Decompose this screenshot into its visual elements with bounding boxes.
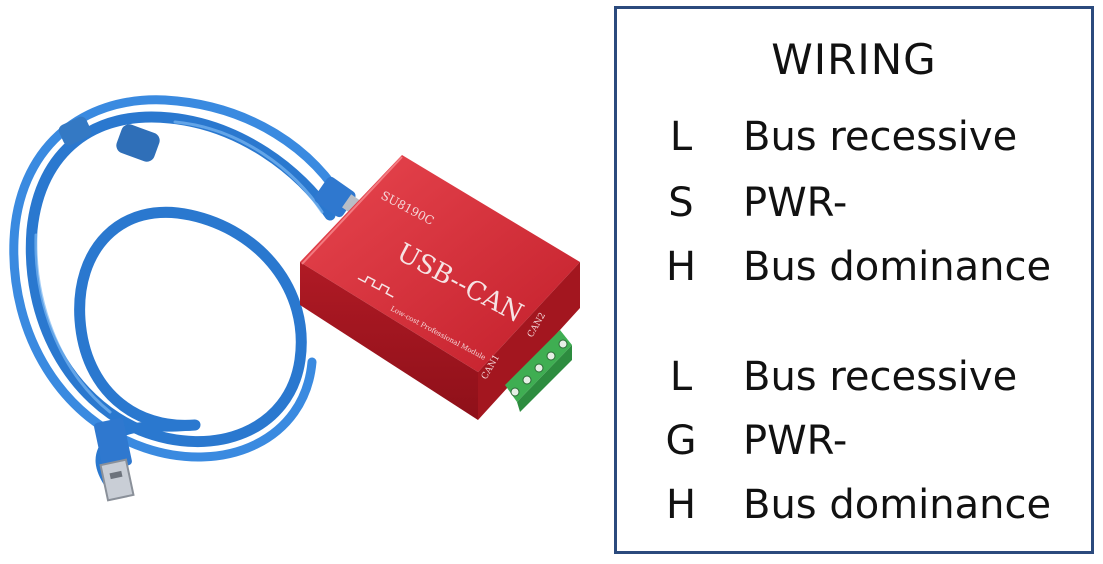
pin-row: S PWR- xyxy=(617,175,1091,231)
pin-row: L Bus recessive xyxy=(617,349,1091,405)
usb-a-plug xyxy=(94,418,135,502)
terminal-block xyxy=(505,330,572,412)
pin-row: H Bus dominance xyxy=(617,477,1091,533)
pin-letter: H xyxy=(665,482,697,528)
usb-can-adapter-illustration: SU8190C USB--CAN Low-cost Professional M… xyxy=(9,95,580,502)
pin-description: Bus dominance xyxy=(743,482,1052,528)
usb-cable xyxy=(9,95,350,490)
pin-letter: G xyxy=(665,418,697,464)
pin-letter: L xyxy=(669,114,693,160)
pin-description: PWR- xyxy=(743,180,848,226)
pin-row: L Bus recessive xyxy=(617,109,1091,165)
pin-row: G PWR- xyxy=(617,413,1091,469)
ferrite-bead xyxy=(116,124,160,162)
pin-description: Bus recessive xyxy=(743,354,1018,400)
wiring-title: WIRING xyxy=(771,35,937,84)
device-body: SU8190C USB--CAN Low-cost Professional M… xyxy=(300,155,580,420)
pin-description: Bus recessive xyxy=(743,114,1018,160)
pin-letter: L xyxy=(669,354,693,400)
product-photo: SU8190C USB--CAN Low-cost Professional M… xyxy=(9,95,580,502)
wiring-panel: WIRING L Bus recessive S PWR- H Bus domi… xyxy=(614,6,1094,554)
pin-letter: H xyxy=(665,244,697,290)
pin-description: PWR- xyxy=(743,418,848,464)
pin-description: Bus dominance xyxy=(743,244,1052,290)
pin-row: H Bus dominance xyxy=(617,239,1091,295)
pin-letter: S xyxy=(668,180,694,226)
